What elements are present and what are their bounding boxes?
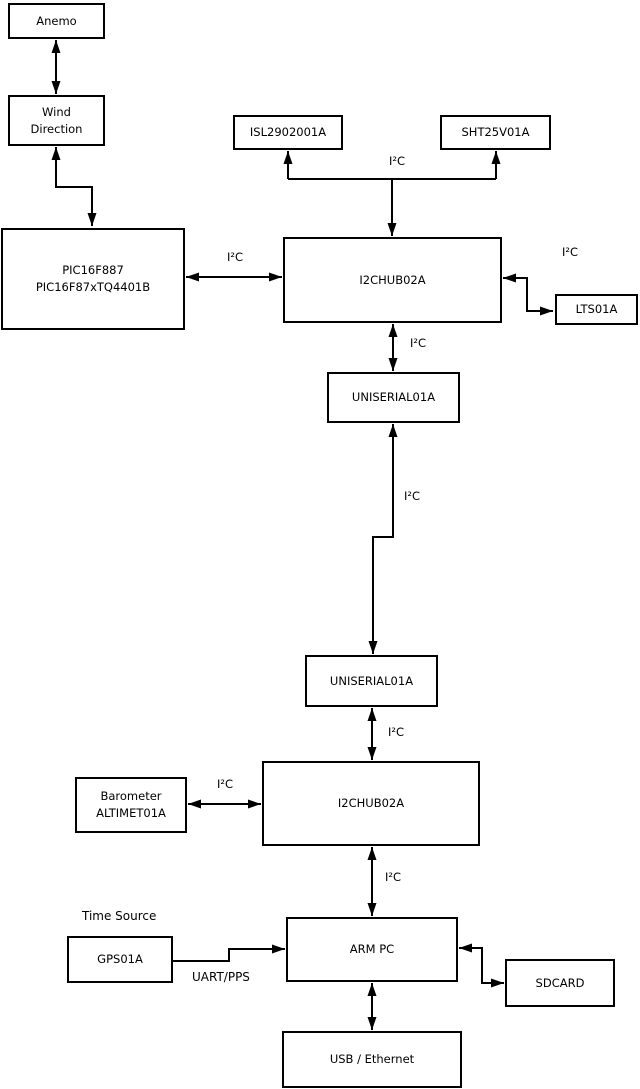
node-uniserial01a-2: UNISERIAL01A <box>305 655 438 707</box>
edge-label-i2c-sensor-bus: I²C <box>389 154 406 168</box>
node-usb-ethernet-label: USB / Ethernet <box>329 1052 415 1067</box>
node-pic-label-line2: PIC16F87xTQ4401B <box>35 280 151 294</box>
label-time-source: Time Source <box>82 909 157 923</box>
edge-label-i2c-barometer-hub2: I²C <box>217 777 234 791</box>
node-arm-pc-label: ARM PC <box>349 942 395 957</box>
node-i2chub02a-2-label: I2CHUB02A <box>337 796 405 811</box>
node-sht25v01a-label: SHT25V01A <box>461 125 530 140</box>
node-sdcard: SDCARD <box>505 959 615 1007</box>
edge-label-i2c-pic-hub1: I²C <box>227 250 244 264</box>
node-lts01a: LTS01A <box>555 294 638 325</box>
node-pic-label-line1: PIC16F887 <box>62 263 124 278</box>
node-uniserial01a-2-label: UNISERIAL01A <box>329 673 414 688</box>
node-usb-ethernet: USB / Ethernet <box>282 1031 462 1088</box>
node-arm-pc: ARM PC <box>286 917 458 982</box>
connector-hub1-lts <box>503 273 553 316</box>
node-sht25v01a: SHT25V01A <box>440 115 551 150</box>
node-pic: PIC16F887 PIC16F87xTQ4401B <box>1 228 185 330</box>
edge-label-uart-pps: UART/PPS <box>192 970 250 984</box>
connector-armpc-sdcard <box>459 943 504 988</box>
node-sdcard-label: SDCARD <box>535 975 585 990</box>
edge-label-i2c-uniserial-link: I²C <box>404 489 421 503</box>
node-uniserial01a-1-label: UNISERIAL01A <box>351 390 436 405</box>
node-barometer: Barometer ALTIMET01A <box>75 777 187 833</box>
node-gps01a-label: GPS01A <box>97 952 143 967</box>
node-anemo: Anemo <box>8 3 105 39</box>
node-barometer-label-line1: Barometer <box>100 789 162 804</box>
node-uniserial01a-1: UNISERIAL01A <box>327 372 460 423</box>
node-wind-direction: Wind Direction <box>8 95 105 146</box>
node-i2chub02a-1-label: I2CHUB02A <box>359 272 426 287</box>
node-barometer-label-line2: ALTIMET01A <box>96 806 166 820</box>
node-i2chub02a-2: I2CHUB02A <box>262 761 480 846</box>
node-wind-direction-label-line2: Direction <box>30 121 83 136</box>
connector-winddirection-pic <box>51 147 97 226</box>
node-wind-direction-label-line1: Wind <box>42 104 71 119</box>
edge-label-i2c-hub1-uniserial1: I²C <box>410 336 427 350</box>
edge-label-i2c-lts: I²C <box>562 245 579 259</box>
node-anemo-label: Anemo <box>36 13 77 28</box>
connector-gps-armpc <box>173 944 285 962</box>
node-gps01a: GPS01A <box>67 936 173 983</box>
node-i2chub02a-1: I2CHUB02A <box>283 237 502 323</box>
node-lts01a-label: LTS01A <box>575 302 618 317</box>
edge-label-i2c-uniserial2-hub2: I²C <box>388 725 405 739</box>
node-isl2902001a-label: ISL2902001A <box>249 125 327 140</box>
edge-label-i2c-hub2-armpc: I²C <box>385 870 402 884</box>
node-isl2902001a: ISL2902001A <box>233 115 343 150</box>
connector-uniserial1-uniserial2 <box>368 424 398 654</box>
